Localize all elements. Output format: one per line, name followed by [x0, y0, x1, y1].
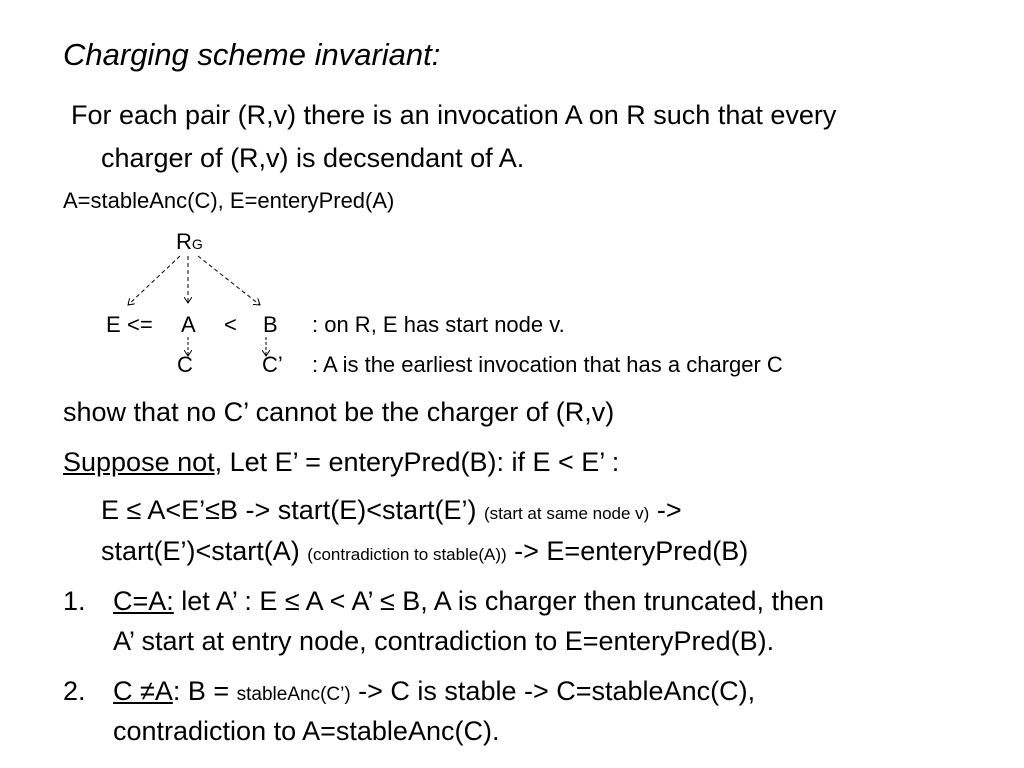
chain-line-1-tail: ->: [649, 495, 682, 525]
arrow-root-to-b: [197, 255, 260, 305]
chain-line-2-main: start(E’)<start(A): [101, 536, 308, 566]
relation-le: <=: [127, 312, 153, 337]
invariant-line-2: charger of (R,v) is decsendant of A.: [101, 143, 525, 173]
slide-title: Charging scheme invariant:: [63, 37, 441, 72]
diagram-root-subscript: G: [191, 236, 203, 252]
invariant-line-1: For each pair (R,v) there is an invocati…: [71, 100, 837, 130]
relation-lt: <: [224, 312, 237, 337]
item-2-line-2: contradiction to A=stableAnc(C).: [113, 716, 500, 746]
item-2-colon: : B =: [172, 676, 237, 706]
item-2-number: 2.: [63, 676, 86, 706]
item-2-text: -> C is stable -> C=stableAnc(C),: [350, 676, 756, 706]
row2-note: : A is the earliest invocation that has …: [312, 352, 783, 377]
arrow-root-to-e: [128, 255, 181, 305]
chain-line-2-note: (contradiction to stable(A)): [307, 545, 507, 564]
item-1-label: C=A:: [113, 586, 174, 616]
item-1-number: 1.: [63, 586, 86, 616]
node-b: B: [263, 312, 278, 337]
node-c: C: [177, 352, 193, 377]
diagram-root-label: R: [176, 229, 192, 254]
item-2-label: C ≠A: [113, 676, 173, 706]
item-2-small: stableAnc(C’): [236, 684, 351, 705]
item-1-line-2: A’ start at entry node, contradiction to…: [113, 626, 775, 656]
chain-line-1-note: (start at same node v): [483, 504, 650, 523]
show-line: show that no C’ cannot be the charger of…: [63, 397, 615, 427]
node-a: A: [181, 312, 196, 337]
row1-note: : on R, E has start node v.: [312, 312, 565, 337]
chain-line-1: E ≤ A<E’≤B -> start(E)<start(E’) (start …: [101, 497, 682, 524]
item-2-line-1: C ≠A: B = stableAnc(C’) -> C is stable -…: [113, 678, 755, 705]
node-e: E: [106, 312, 121, 337]
suppose-rest: , Let E’ = enteryPred(B): if E < E’ :: [214, 447, 620, 477]
chain-line-2-tail: -> E=enteryPred(B): [506, 536, 749, 566]
chain-line-1-main: E ≤ A<E’≤B -> start(E)<start(E’): [101, 495, 484, 525]
node-c-prime: C’: [262, 352, 283, 377]
definitions-line: A=stableAnc(C), E=enteryPred(A): [63, 188, 395, 213]
diagram-root: RG: [176, 231, 203, 253]
item-1-text: let A’ : E ≤ A < A’ ≤ B, A is charger th…: [173, 586, 825, 616]
suppose-line: Suppose not, Let E’ = enteryPred(B): if …: [63, 449, 619, 476]
item-1-line-1: C=A: let A’ : E ≤ A < A’ ≤ B, A is charg…: [113, 588, 824, 615]
chain-line-2: start(E’)<start(A) (contradiction to sta…: [101, 538, 748, 565]
suppose-not-label: Suppose not: [63, 447, 215, 477]
